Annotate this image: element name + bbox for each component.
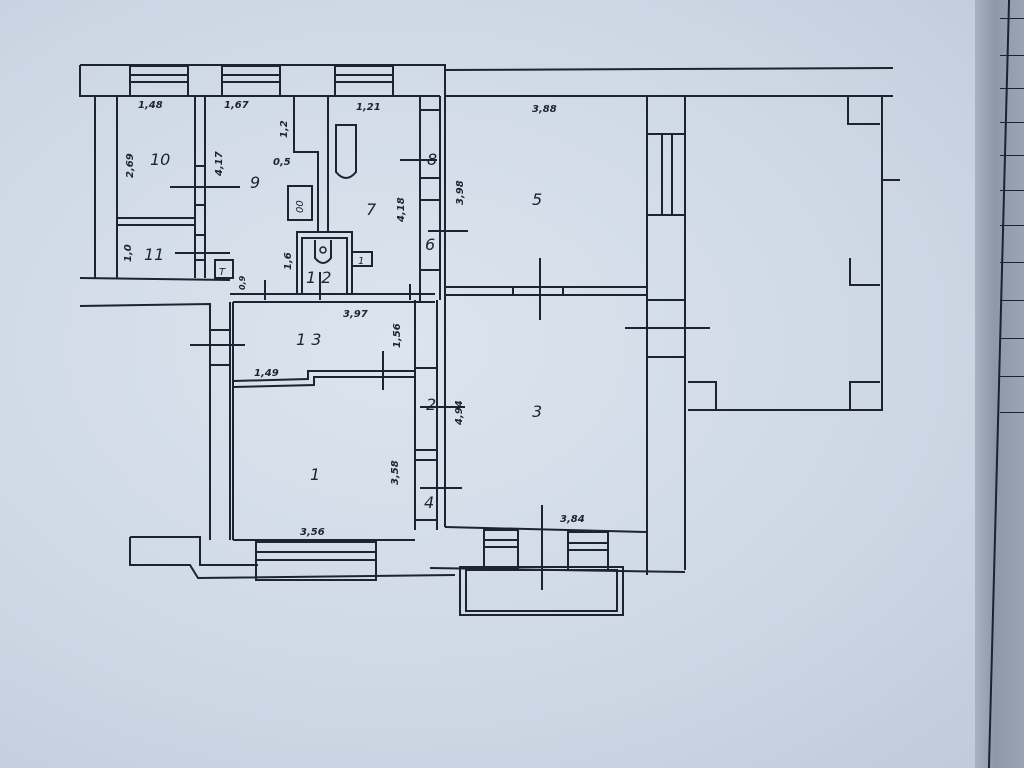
floor-plan: 1 2 3 4 5 6 7 8 9 10 11 1 2 1 3 1,48 1,6… [79,64,900,616]
next-sheet-grid-line [1000,88,1024,89]
room-label-11: 11 [144,245,164,264]
room-label-10: 10 [150,150,170,169]
dim-room1-height: 3,58 [390,460,401,485]
room-label-12: 1 2 [306,268,331,287]
next-sheet-grid-line [1000,412,1024,413]
stove-icon: 00 [295,200,306,213]
next-sheet-grid-line [1000,225,1024,226]
fixture-labels: 00 1 T [219,200,364,278]
dim-room9-notch-height: 1,2 [279,120,290,138]
room-label-3: 3 [532,402,542,421]
next-sheet-grid-line [1000,155,1024,156]
room-label-6: 6 [425,235,435,254]
dim-room1-width: 3,56 [300,527,325,538]
dim-room13-width: 3,97 [343,309,368,320]
room-label-13: 1 3 [296,330,321,349]
next-sheet-grid-line [1000,376,1024,377]
dim-room7-height: 4,18 [396,197,407,223]
dim-room12-height: 1,6 [283,252,294,270]
dim-room12-small: 0,9 [238,275,247,290]
toilet-bowl-icon [319,246,327,254]
dim-room13-height: 1,56 [392,323,403,348]
dim-room5-height: 3,98 [455,180,466,205]
heater-icon: T [219,267,226,278]
dim-room5-width: 3,88 [532,104,557,115]
next-sheet-grid-line [1000,18,1024,19]
dim-room9-width: 1,67 [224,100,249,111]
dim-room13-step: 1,49 [254,368,279,379]
room-label-1: 1 [310,465,320,484]
dim-room11-height: 1,0 [123,244,134,262]
room-label-7: 7 [366,200,377,219]
toilet-mark-icon: 1 [358,256,364,267]
room-label-4: 4 [424,493,434,512]
room-label-2: 2 [426,395,436,414]
next-sheet-grid-line [1000,262,1024,263]
dim-room9-notch-width: 0,5 [273,157,291,168]
dim-room7-width: 1,21 [356,102,381,113]
next-sheet-grid-line [1000,122,1024,123]
dimension-labels: 1,48 1,67 1,21 3,88 0,5 3,97 1,49 3,56 3… [123,100,585,538]
room-label-5: 5 [532,190,542,209]
paper-sheet [0,0,1000,768]
room-label-8: 8 [427,150,437,169]
next-sheet-grid-line [1000,338,1024,339]
room-labels: 1 2 3 4 5 6 7 8 9 10 11 1 2 1 3 [144,150,542,512]
next-sheet-grid-line [1000,55,1024,56]
dim-room3-width: 3,84 [560,514,585,525]
dim-room9-height: 4,17 [214,151,225,177]
next-sheet-grid-line [1000,190,1024,191]
next-sheet-grid-line [1000,300,1024,301]
dim-room10-height: 2,69 [125,153,136,178]
room-label-9: 9 [250,173,260,192]
dim-room3-height: 4,94 [454,400,465,426]
walls [79,64,900,616]
dim-room10-width: 1,48 [138,100,163,111]
